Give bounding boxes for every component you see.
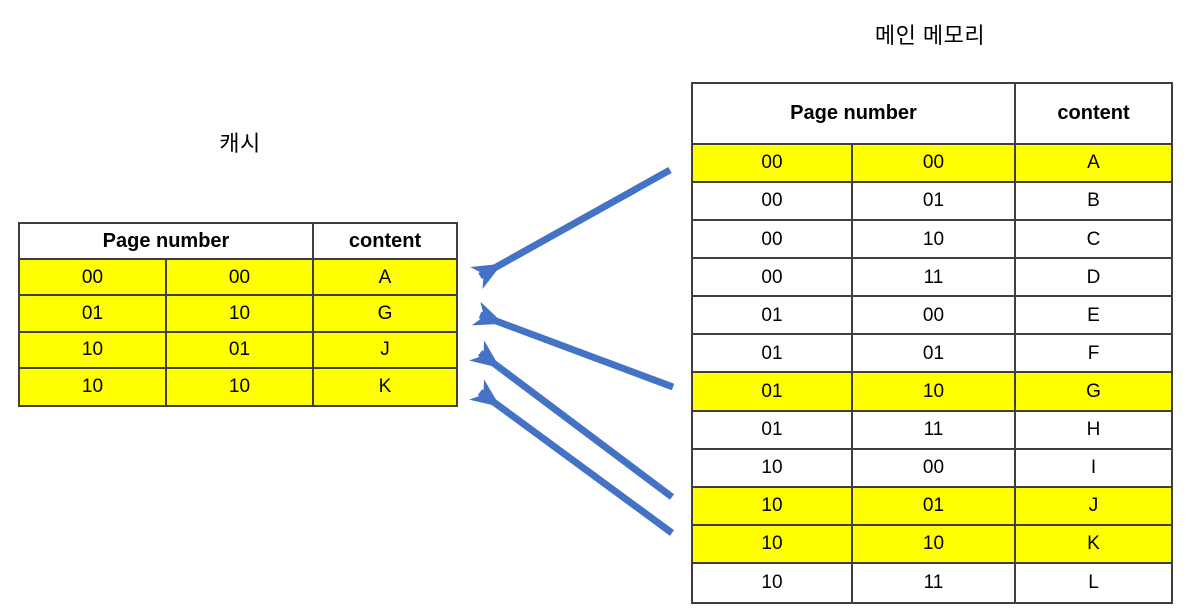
- main-memory-cell-tag: 01: [693, 335, 853, 372]
- main-memory-cell-tag: 10: [693, 487, 853, 524]
- main-memory-cell-content: F: [1087, 342, 1100, 364]
- cache-cell-offset: 01: [167, 332, 314, 367]
- main-memory-cell-tag: 10: [693, 563, 853, 602]
- cache-title: 캐시: [219, 131, 261, 156]
- cache-table-row: 10 01 J: [20, 332, 456, 369]
- arrow-memory-A-to-cache-row1: [470, 166, 672, 290]
- main-memory-cell-tag: 00: [693, 221, 853, 258]
- main-memory-cell-tag: 00: [693, 259, 853, 296]
- main-memory-header-row: Page number content: [693, 84, 1171, 145]
- cache-cell-content: J: [380, 339, 390, 361]
- cache-header-content: content: [348, 230, 422, 253]
- main-memory-cell-content: J: [1088, 495, 1099, 517]
- cache-cell-tag: 10: [20, 368, 167, 405]
- main-memory-cell-tag: 00: [693, 182, 853, 220]
- main-memory-cell-tag: 01: [693, 411, 853, 448]
- main-memory-table-row: 01 01 F: [693, 335, 1171, 374]
- cache-cell-tag: 10: [20, 332, 167, 367]
- main-memory-cell-content: K: [1087, 533, 1100, 555]
- cache-header-page-number: Page number: [20, 224, 314, 259]
- main-memory-header-content: content: [1057, 102, 1130, 125]
- cache-cell-content: G: [377, 303, 393, 324]
- cache-table: Page number content 00 00 A 01 10 G 10 0…: [18, 222, 458, 407]
- main-memory-cell-offset: 01: [853, 487, 1016, 524]
- cache-cell-offset: 00: [167, 260, 314, 295]
- main-memory-cell-content: A: [1087, 152, 1100, 174]
- main-memory-cell-tag: 00: [693, 144, 853, 181]
- arrow-memory-K-to-cache-row4: [469, 379, 675, 536]
- main-memory-table-row: 00 01 B: [693, 182, 1171, 222]
- cache-cell-tag: 01: [20, 296, 167, 331]
- main-memory-table-row: 00 11 D: [693, 259, 1171, 298]
- cache-table-row: 01 10 G: [20, 296, 456, 333]
- main-memory-table-row: 10 10 K: [693, 525, 1171, 564]
- main-memory-table-row: 10 00 I: [693, 449, 1171, 488]
- main-memory-table-row: 01 11 H: [693, 411, 1171, 450]
- main-memory-cell-tag: 10: [693, 525, 853, 562]
- main-memory-cell-offset: 10: [853, 525, 1016, 562]
- main-memory-cell-content: G: [1086, 380, 1101, 402]
- main-memory-cell-content: D: [1086, 266, 1101, 288]
- main-memory-cell-offset: 11: [853, 563, 1016, 602]
- main-memory-table-row: 01 00 E: [693, 297, 1171, 336]
- cache-cell-content: A: [378, 266, 392, 288]
- cache-table-row: 10 10 K: [20, 368, 456, 405]
- arrow-memory-G-to-cache-row2: [471, 301, 675, 391]
- main-memory-cell-offset: 01: [853, 182, 1016, 220]
- main-memory-cell-offset: 11: [853, 259, 1016, 296]
- main-memory-table-row: 00 10 C: [693, 221, 1171, 260]
- cache-header-row: Page number content: [20, 224, 456, 261]
- main-memory-cell-content: L: [1088, 572, 1099, 594]
- main-memory-cell-tag: 01: [693, 297, 853, 334]
- main-memory-cell-offset: 00: [853, 449, 1016, 486]
- main-memory-table: Page number content 00 00 A 00 01 B 00 1…: [691, 82, 1173, 604]
- main-memory-cell-tag: 10: [693, 449, 853, 486]
- main-memory-table-row: 10 11 L: [693, 563, 1171, 602]
- main-memory-cell-offset: 10: [853, 221, 1016, 258]
- main-memory-table-row: 01 10 G: [693, 373, 1171, 412]
- cache-cell-content: K: [378, 376, 392, 398]
- cache-cell-tag: 00: [20, 260, 167, 295]
- main-memory-header-page-number: Page number: [693, 84, 1016, 143]
- main-memory-cell-tag: 01: [693, 373, 853, 410]
- main-memory-cell-content: E: [1087, 304, 1100, 326]
- arrow-memory-J-to-cache-row3: [469, 340, 675, 500]
- main-memory-cell-content: I: [1090, 457, 1097, 479]
- cache-table-row: 00 00 A: [20, 260, 456, 297]
- main-memory-cell-offset: 00: [853, 297, 1016, 334]
- main-memory-cell-offset: 11: [853, 411, 1016, 448]
- main-memory-cell-offset: 01: [853, 335, 1016, 372]
- main-memory-table-row: 10 01 J: [693, 487, 1171, 526]
- main-memory-cell-content: C: [1086, 228, 1101, 250]
- main-memory-cell-offset: 10: [853, 373, 1016, 410]
- main-memory-table-row: 00 00 A: [693, 144, 1171, 183]
- cache-cell-offset: 10: [167, 296, 314, 331]
- cache-cell-offset: 10: [167, 368, 314, 405]
- main-memory-cell-content: H: [1086, 419, 1101, 441]
- main-memory-cell-content: B: [1087, 190, 1100, 212]
- main-memory-title: 메인 메모리: [874, 23, 986, 48]
- main-memory-cell-offset: 00: [853, 144, 1016, 181]
